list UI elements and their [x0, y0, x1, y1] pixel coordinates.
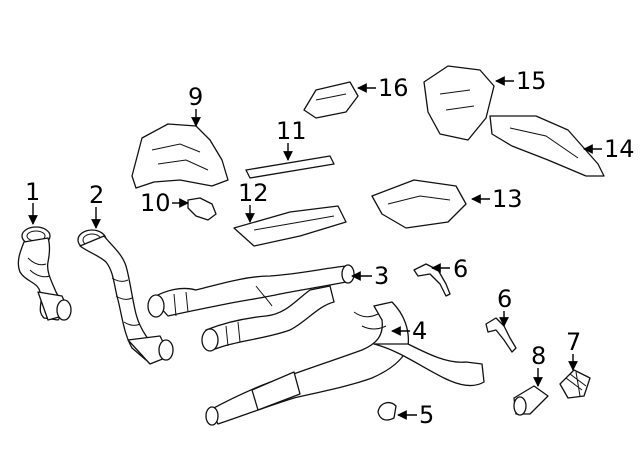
part-15-heat-shield[interactable]	[423, 65, 495, 141]
callout-1-label: 1	[25, 178, 40, 206]
callout-12-label: 12	[238, 179, 269, 207]
callout-15: 15	[495, 67, 547, 95]
callout-16: 16	[357, 74, 409, 102]
callout-10-label: 10	[140, 189, 171, 217]
callout-10: 10	[140, 189, 189, 217]
callout-16-label: 16	[378, 74, 409, 102]
callout-5: 5	[397, 401, 434, 429]
callout-8-label: 8	[531, 342, 546, 370]
callout-1: 1	[25, 178, 40, 225]
callout-7: 7	[566, 328, 581, 371]
part-5-clamp[interactable]	[377, 401, 397, 421]
callout-5-label: 5	[419, 401, 434, 429]
callout-3-label: 3	[374, 262, 389, 290]
part-11-heat-shield[interactable]	[245, 155, 335, 179]
callout-4-label: 4	[412, 317, 427, 345]
part-6-hanger-lower[interactable]	[485, 317, 517, 353]
callout-11-label: 11	[276, 117, 307, 145]
callout-11: 11	[276, 117, 307, 161]
callout-14: 14	[583, 135, 635, 163]
callout-7-label: 7	[566, 328, 581, 356]
callout-14-label: 14	[604, 135, 635, 163]
part-4-muffler-assembly[interactable]	[205, 301, 485, 426]
part-10-bracket[interactable]	[187, 197, 217, 221]
callout-6-upper-label: 6	[453, 255, 468, 283]
part-2-catalytic-converter[interactable]	[77, 229, 174, 365]
callout-13-label: 13	[492, 185, 523, 213]
part-14-heat-shield[interactable]	[489, 115, 605, 177]
callout-2-label: 2	[89, 181, 104, 209]
callout-15-label: 15	[516, 67, 547, 95]
part-6-hanger-upper[interactable]	[413, 263, 451, 297]
callout-9: 9	[188, 83, 203, 127]
part-1-catalytic-converter[interactable]	[17, 226, 72, 321]
callout-6-upper: 6	[431, 255, 468, 283]
callout-12: 12	[238, 179, 269, 223]
part-8-exhaust-tip[interactable]	[513, 385, 549, 416]
part-3-intermediate-pipe[interactable]	[147, 264, 355, 352]
callout-8: 8	[531, 342, 546, 387]
callout-4: 4	[391, 317, 427, 345]
callout-6-lower-label: 6	[497, 285, 512, 313]
callout-13: 13	[471, 185, 523, 213]
callout-3: 3	[351, 262, 389, 290]
part-13-heat-shield[interactable]	[371, 179, 467, 229]
callout-9-label: 9	[188, 83, 203, 111]
callout-2: 2	[89, 181, 104, 229]
part-12-heat-shield[interactable]	[233, 205, 347, 247]
part-9-heat-shield[interactable]	[131, 123, 229, 189]
part-16-bracket[interactable]	[303, 81, 359, 119]
part-7-exhaust-tip[interactable]	[559, 369, 591, 399]
callout-6-lower: 6	[497, 285, 512, 327]
